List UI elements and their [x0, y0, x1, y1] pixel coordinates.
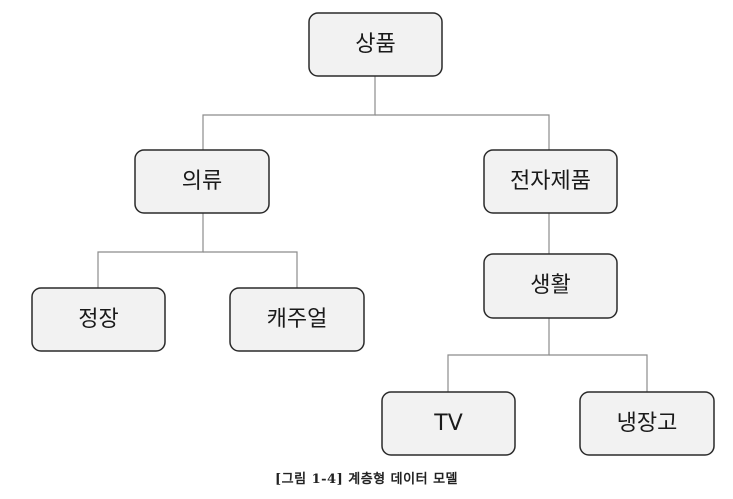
connector-living-refrigerator — [549, 354, 648, 392]
node-living: 생활 — [483, 253, 618, 319]
connector-product-electronics — [375, 114, 550, 150]
node-clothing: 의류 — [134, 149, 270, 214]
node-electronics-label: 전자제품 — [510, 169, 591, 194]
node-product: 상품 — [308, 12, 443, 77]
node-casual: 캐주얼 — [229, 287, 365, 352]
figure-caption: [그림 1-4] 계층형 데이터 모델 — [275, 472, 458, 487]
connector-clothing-casual — [203, 251, 298, 288]
node-tv-label: TV — [433, 411, 463, 436]
connector-living-children — [447, 318, 550, 392]
node-refrigerator-label: 냉장고 — [617, 411, 678, 436]
connector-product-children — [202, 76, 376, 150]
node-electronics: 전자제품 — [483, 149, 618, 214]
node-tv: TV — [381, 391, 516, 456]
node-refrigerator: 냉장고 — [579, 391, 715, 456]
node-product-label: 상품 — [355, 32, 395, 57]
node-formal: 정장 — [31, 287, 166, 352]
node-casual-label: 캐주얼 — [267, 307, 328, 332]
node-living-label: 생활 — [530, 273, 570, 298]
connector-clothing-children — [97, 213, 204, 288]
node-formal-label: 정장 — [78, 307, 118, 332]
node-clothing-label: 의류 — [182, 169, 222, 194]
